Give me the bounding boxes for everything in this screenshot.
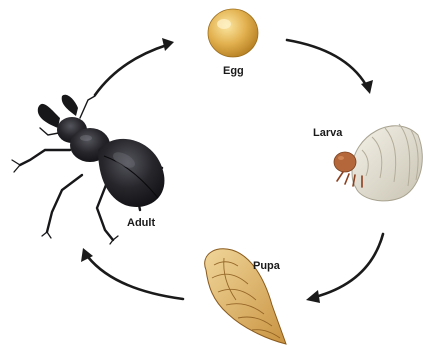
arrow-larva-to-pupa xyxy=(306,234,383,303)
egg-label: Egg xyxy=(223,65,244,77)
arrow-adult-to-egg xyxy=(95,38,174,95)
egg-illustration xyxy=(208,9,258,57)
adult-label: Adult xyxy=(127,217,155,229)
arrow-pupa-to-adult xyxy=(81,248,183,299)
pupa-label: Pupa xyxy=(253,260,280,272)
arrow-egg-to-larva xyxy=(287,40,373,94)
larva-illustration xyxy=(334,124,422,201)
larva-label: Larva xyxy=(313,127,342,139)
